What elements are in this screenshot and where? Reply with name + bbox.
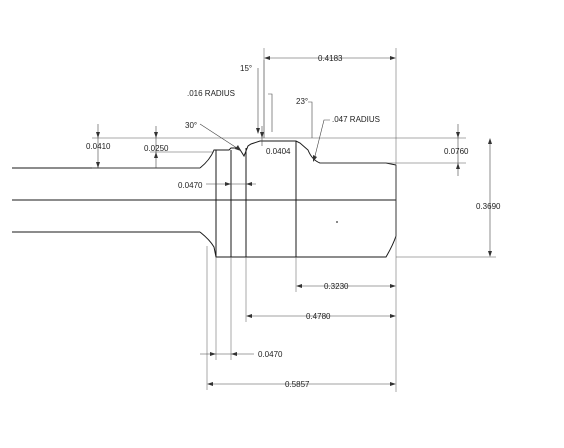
dim-30deg: 30° [185,121,197,130]
dim-0-0404: 0.0404 [266,147,291,156]
center-point [336,221,338,223]
dim-0-3690: 0.3690 [476,202,501,211]
extension-lines [92,48,496,392]
dim-0-0250: 0.0250 [144,144,169,153]
dim-0-0410: 0.0410 [86,142,111,151]
dim-0-5857: 0.5857 [285,380,310,389]
dim-0-4183: 0.4183 [318,54,343,63]
dim-0-3230: 0.3230 [324,282,349,291]
dim-15deg: 15° [240,64,252,73]
lower-profile [199,231,397,258]
dim-0-0470-top: 0.0470 [178,181,203,190]
dim-23deg: 23° [296,97,308,106]
part-outline [12,140,397,258]
dimension-labels: 0.4183 15° .016 RADIUS 23° .047 RADIUS 3… [86,54,501,389]
dim-0-4780: 0.4780 [306,312,331,321]
dim-016-radius: .016 RADIUS [187,89,235,98]
dim-0-0470-bottom: 0.0470 [258,350,283,359]
dimension-lines [96,56,492,386]
upper-profile [199,140,397,169]
dim-047-radius: .047 RADIUS [332,115,380,124]
dim-0-0760: 0.0760 [444,147,469,156]
